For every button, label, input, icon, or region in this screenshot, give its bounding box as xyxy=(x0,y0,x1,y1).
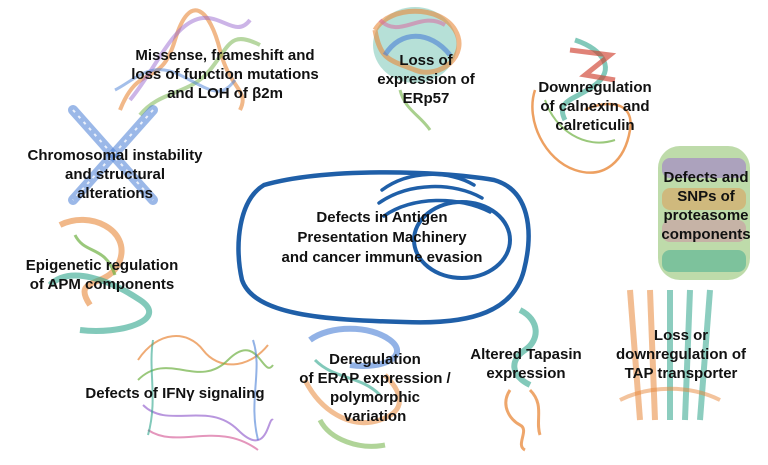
label-calnexin-line-2: of calnexin and xyxy=(540,98,650,115)
b2m-protein-illustration xyxy=(114,8,261,117)
label-erp57-line-1: Loss of xyxy=(399,52,453,69)
epigenetic-protein-illustration xyxy=(47,217,152,334)
center-title-line-2: Presentation Machinery xyxy=(297,229,467,246)
label-proteasome-line-2: SNPs of xyxy=(677,188,735,205)
label-b2m: Missense, frameshift and loss of functio… xyxy=(120,46,330,103)
tapasin-protein-illustration xyxy=(504,307,542,452)
label-erp57-line-2: expression of xyxy=(377,71,475,88)
label-epigenetic-line-1: Epigenetic regulation xyxy=(25,257,179,274)
label-tap: Loss or downregulation of TAP transporte… xyxy=(600,326,762,383)
er-fold-3 xyxy=(382,198,492,218)
label-erap-line-4: variation xyxy=(343,408,407,425)
label-tap-line-2: downregulation of xyxy=(616,346,746,363)
label-erap: Deregulation of ERAP expression / polymo… xyxy=(292,350,458,426)
label-tap-line-1: Loss or xyxy=(653,327,709,344)
label-ifn: Defects of IFNγ signaling xyxy=(80,384,270,403)
center-title: Defects in Antigen Presentation Machiner… xyxy=(262,208,502,268)
label-tap-line-3: TAP transporter xyxy=(624,365,738,382)
label-chromosomal-line-1: Chromosomal instability xyxy=(27,147,203,164)
ifn-protein-illustration xyxy=(137,335,274,451)
label-proteasome-line-3: proteasome xyxy=(663,207,749,224)
center-title-line-1: Defects in Antigen xyxy=(316,209,448,226)
label-chromosomal-line-3: alterations xyxy=(77,185,153,202)
label-calnexin: Downregulation of calnexin and calreticu… xyxy=(525,78,665,135)
label-erap-line-3: polymorphic xyxy=(329,389,420,406)
label-calnexin-line-3: calreticulin xyxy=(555,117,635,134)
label-ifn-line-1: Defects of IFNγ signaling xyxy=(85,385,265,402)
chromosome-illustration xyxy=(68,105,158,205)
label-epigenetic: Epigenetic regulation of APM components xyxy=(8,256,196,294)
calnexin-protein-illustration xyxy=(531,37,632,174)
label-erap-line-1: Deregulation xyxy=(329,351,421,368)
label-b2m-line-2: loss of function mutations xyxy=(131,66,319,83)
label-erap-line-2: of ERAP expression / xyxy=(299,370,451,387)
label-calnexin-line-1: Downregulation xyxy=(538,79,652,96)
label-epigenetic-line-2: of APM components xyxy=(29,276,175,293)
cell-diagram xyxy=(236,170,531,325)
proteasome-illustration xyxy=(658,146,750,280)
label-chromosomal-line-2: and structural xyxy=(64,166,166,183)
erap-protein-illustration xyxy=(302,325,402,449)
label-tapasin-line-2: expression xyxy=(486,365,566,382)
label-proteasome-line-4: components xyxy=(661,226,751,243)
label-erp57: Loss of expression of ERp57 xyxy=(366,51,486,108)
label-b2m-line-3: and LOH of β2m xyxy=(167,85,283,102)
label-erp57-line-3: ERp57 xyxy=(402,90,450,107)
label-proteasome: Defects and SNPs of proteasome component… xyxy=(654,168,758,244)
label-b2m-line-1: Missense, frameshift and xyxy=(135,47,315,64)
erp57-protein-illustration xyxy=(372,7,462,131)
er-fold-2 xyxy=(377,184,484,205)
label-tapasin-line-1: Altered Tapasin xyxy=(470,346,582,363)
er-fold-1 xyxy=(380,172,476,192)
label-proteasome-line-1: Defects and xyxy=(663,169,749,186)
center-title-line-3: and cancer immune evasion xyxy=(281,249,483,266)
tap-transporter-illustration xyxy=(619,289,721,421)
label-tapasin: Altered Tapasin expression xyxy=(460,345,592,383)
label-chromosomal: Chromosomal instability and structural a… xyxy=(10,146,220,203)
